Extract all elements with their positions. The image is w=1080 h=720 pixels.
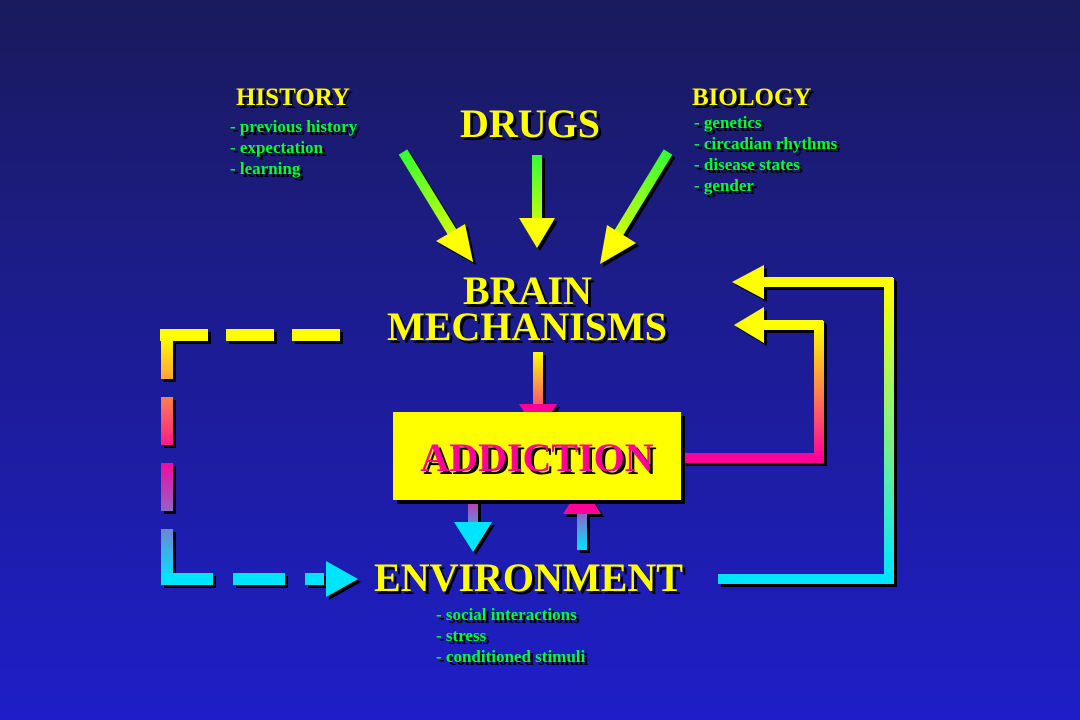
dashed-loop-brain-to-environment (160, 329, 358, 597)
list-item: - genetics (694, 113, 762, 132)
loop-environment-to-brain (718, 265, 894, 584)
list-item: - learning (230, 159, 301, 178)
list-item: - conditioned stimuli (436, 647, 586, 666)
biology-title: BIOLOGY (692, 84, 812, 111)
list-item: - expectation (230, 138, 324, 157)
drugs-title: DRUGS (460, 101, 601, 146)
environment-list: - social interactions - stress - conditi… (436, 604, 585, 667)
list-item: - previous history (230, 117, 358, 136)
loop-addiction-to-brain (683, 307, 824, 463)
addiction-label: ADDICTION (420, 435, 654, 480)
list-item: - disease states (694, 155, 800, 174)
list-item: - circadian rhythms (694, 134, 838, 153)
history-title: HISTORY (236, 84, 350, 111)
arrow-drugs-to-brain (519, 155, 555, 248)
addiction-box: ADDICTION (393, 412, 681, 500)
list-item: - stress (436, 626, 487, 645)
environment-title: ENVIRONMENT (374, 555, 683, 600)
brain-line2: MECHANISMS (387, 304, 668, 349)
history-list: - previous history - expectation - learn… (230, 116, 357, 179)
list-item: - social interactions (436, 605, 577, 624)
arrow-biology-to-brain (600, 149, 673, 264)
list-item: - gender (694, 176, 754, 195)
biology-list: - genetics - circadian rhythms - disease… (694, 112, 837, 196)
brain-line1: BRAIN (463, 268, 592, 313)
arrow-history-to-brain (398, 149, 473, 262)
